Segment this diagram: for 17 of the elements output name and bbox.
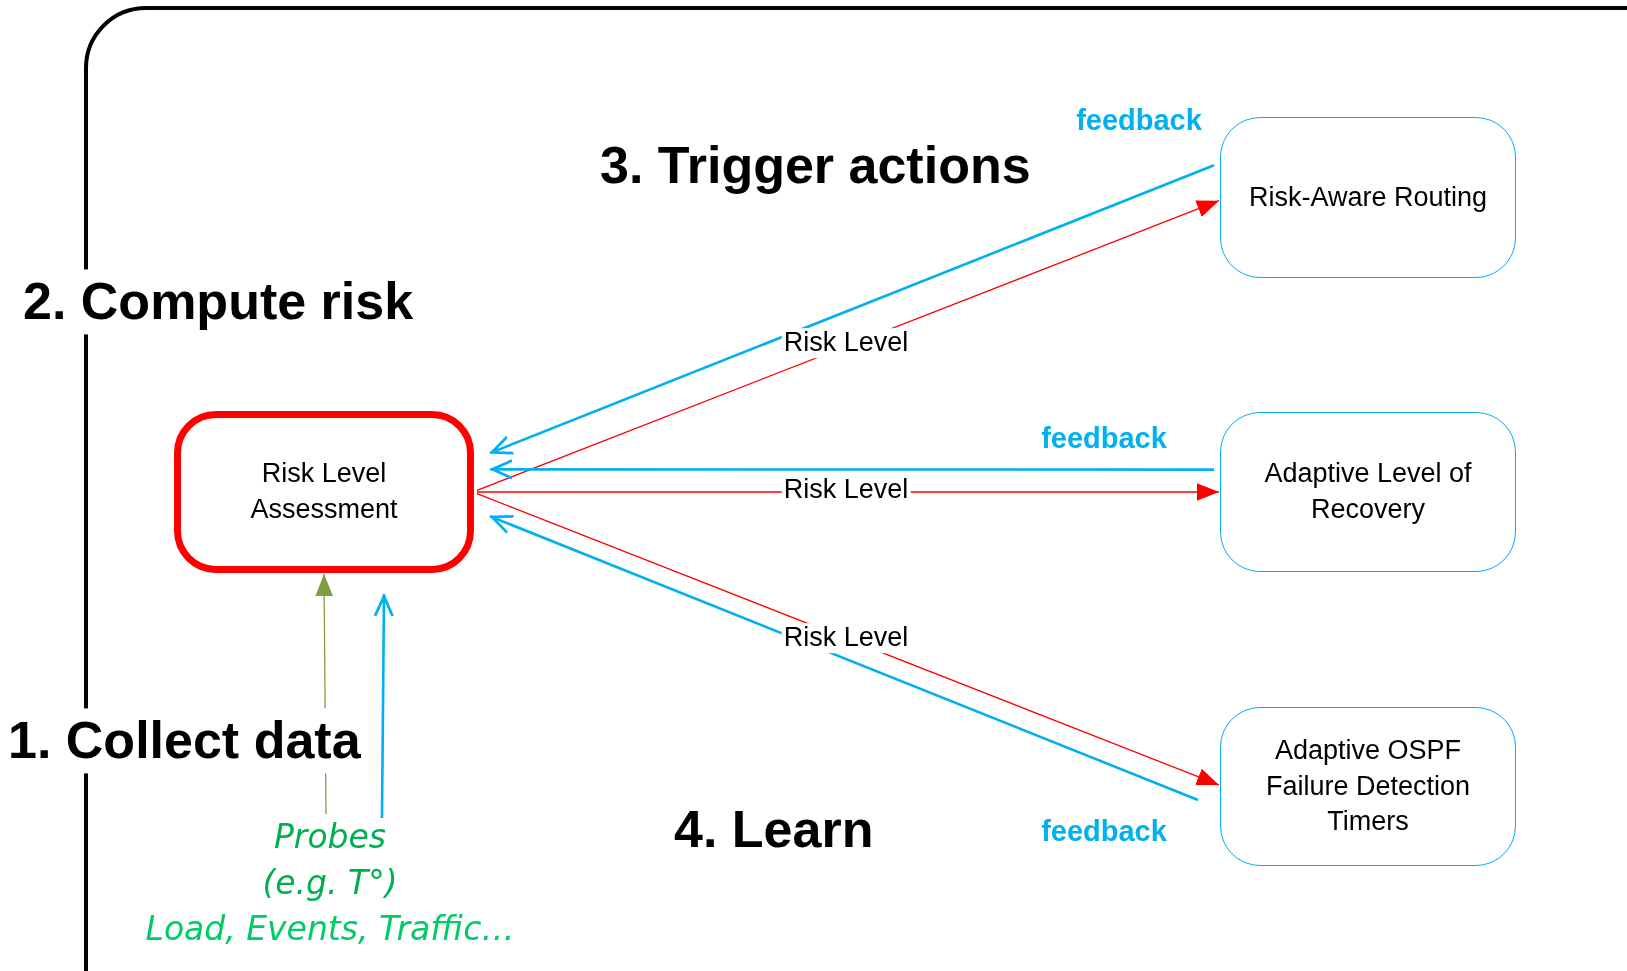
- arrow: [373, 594, 394, 818]
- arrow: [476, 200, 1220, 492]
- edge-label: feedback: [1040, 423, 1168, 455]
- arrow: [489, 514, 1199, 802]
- assessment-box: Risk Level Assessment: [174, 411, 474, 573]
- step-heading: 1. Collect data: [8, 708, 361, 774]
- action-box: Adaptive Level of Recovery: [1220, 412, 1516, 572]
- arrow: [489, 164, 1215, 455]
- step-heading: 2. Compute risk: [23, 269, 414, 335]
- arrow: [490, 459, 1214, 480]
- edge-label: feedback: [1075, 105, 1203, 137]
- input-source-text: Load, Events, Traffic…: [145, 908, 515, 951]
- action-box: Adaptive OSPF Failure Detection Timers: [1220, 707, 1516, 866]
- action-box: Risk-Aware Routing: [1220, 117, 1516, 278]
- input-source-text: Probes (e.g. T°): [261, 816, 399, 905]
- arrow: [476, 492, 1220, 786]
- edge-label: feedback: [1040, 816, 1168, 848]
